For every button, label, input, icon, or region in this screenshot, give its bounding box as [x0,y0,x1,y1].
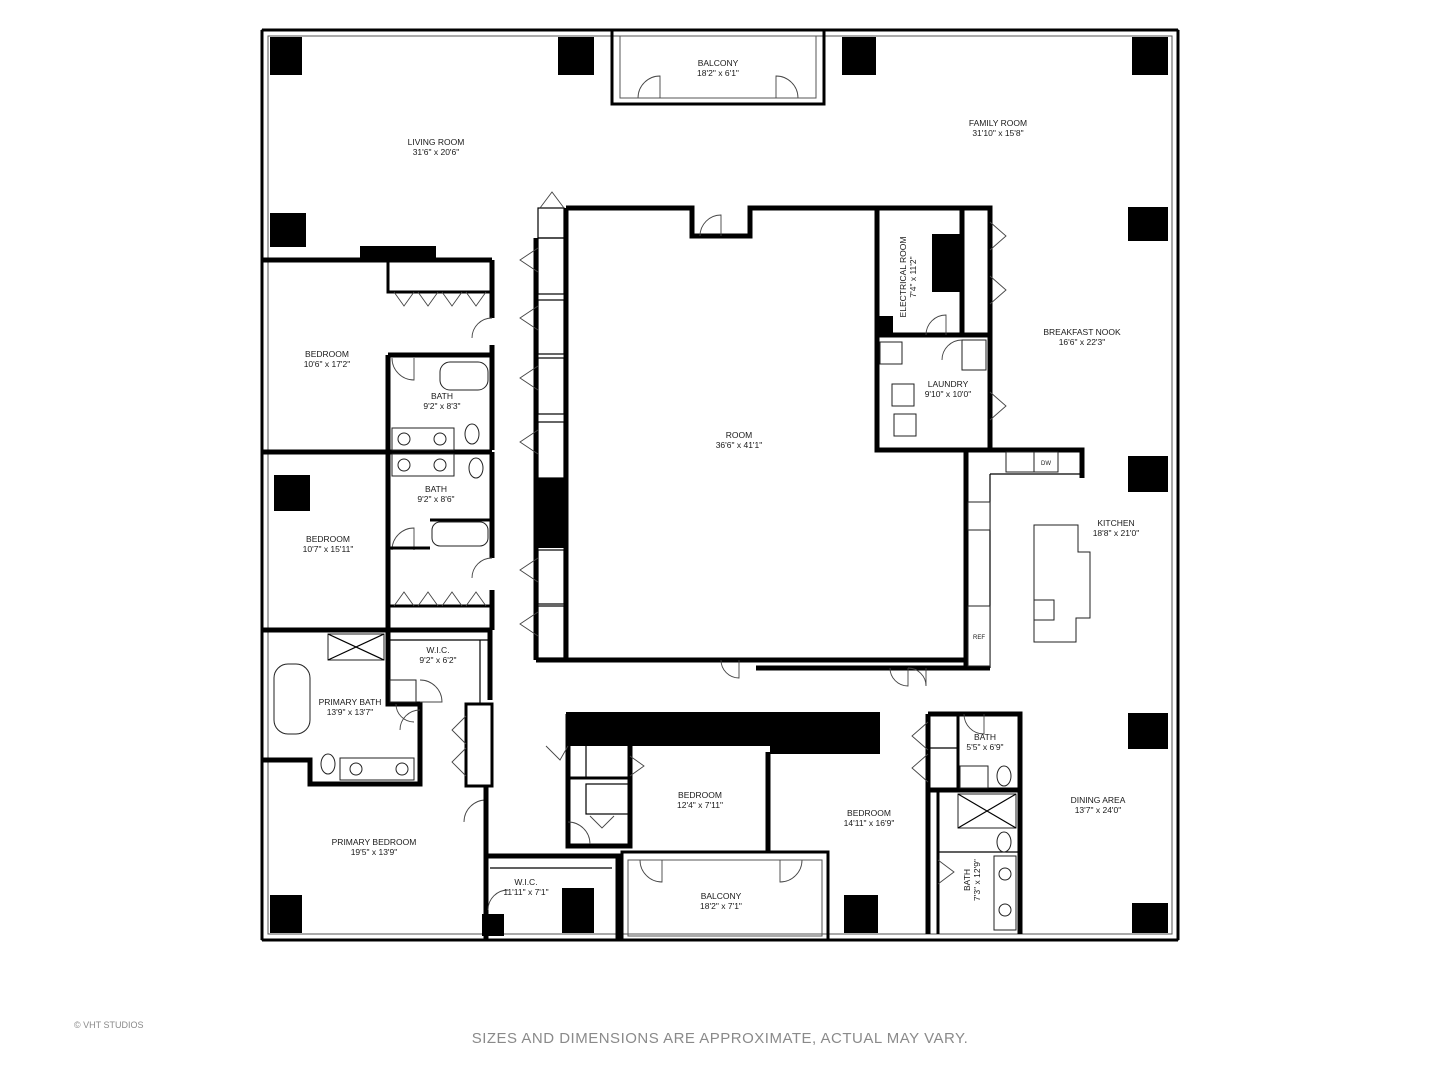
label-primary-bath-dim: 13'9" x 13'7" [327,707,374,717]
kitchen-walls [963,447,1091,668]
label-breakfast-nook-name: BREAKFAST NOOK [1043,327,1121,337]
label-bedroom-4-name: BEDROOM [847,808,891,818]
label-kitchen-name: KITCHEN [1097,518,1134,528]
label-kitchen-dim: 18'8" x 21'0" [1093,528,1140,538]
label-bath-3-name: BATH [974,732,996,742]
label-bedroom-3-name: BEDROOM [678,790,722,800]
label-bedroom-3-dim: 12'4" x 7'11" [677,800,723,810]
label-breakfast-nook-dim: 16'6" x 22'3" [1059,337,1106,347]
label-bedroom-2-dim: 10'7" x 15'11" [303,544,354,554]
label-bedroom-2-name: BEDROOM [306,534,350,544]
label-dining-area-name: DINING AREA [1071,795,1126,805]
label-dishwasher: DW [1041,461,1051,467]
label-laundry-name: LAUNDRY [928,379,969,389]
central-room-walls [519,191,990,687]
label-bedroom-4-dim: 14'11" x 16'9" [844,818,895,828]
service-block-walls [874,205,1007,453]
label-room-dim: 36'6" x 41'1" [716,440,763,450]
label-living-room-name: LIVING ROOM [408,137,465,147]
label-wic-2-name: W.I.C. [514,877,537,887]
right-baths-walls [911,711,1023,934]
label-primary-bedroom-dim: 19'5" x 13'9" [351,847,398,857]
label-electrical-room-name: ELECTRICAL ROOM [898,237,908,318]
label-dining-area-dim: 13'7" x 24'0" [1075,805,1122,815]
label-electrical-room-dim: 7'4" x 11'2" [908,256,918,297]
label-primary-bath-name: PRIMARY BATH [319,697,382,707]
label-balcony-top-name: BALCONY [698,58,739,68]
bottom-bedrooms-walls [545,712,880,853]
copyright-text: © VHT STUDIOS [74,1020,144,1030]
label-bath-3-dim: 5'5" x 6'9" [966,742,1003,752]
label-refrigerator: REF [973,635,985,641]
disclaimer-text: SIZES AND DIMENSIONS ARE APPROXIMATE, AC… [471,1030,969,1047]
label-bath-1-name: BATH [431,391,453,401]
label-bedroom-1-dim: 10'6" x 17'2" [304,359,351,369]
label-family-room-dim: 31'10" x 15'8" [972,128,1023,138]
structural-columns [270,37,1168,933]
label-room-name: ROOM [726,430,752,440]
label-living-room-dim: 31'6" x 20'6" [413,147,460,157]
primary-suite-walls [262,630,494,940]
room-labels: BALCONY 18'2" x 6'1" FAMILY ROOM 31'10" … [303,58,1140,911]
label-bedroom-1-name: BEDROOM [305,349,349,359]
label-bath-1-dim: 9'2" x 8'3" [423,401,460,411]
label-wic-1-name: W.I.C. [426,645,449,655]
label-bath-4-name: BATH [962,869,972,891]
label-balcony-top-dim: 18'2" x 6'1" [697,68,739,78]
left-wing-walls [262,246,495,633]
label-bath-2-name: BATH [425,484,447,494]
label-laundry-dim: 9'10" x 10'0" [925,389,972,399]
label-primary-bedroom-name: PRIMARY BEDROOM [332,837,417,847]
label-family-room-name: FAMILY ROOM [969,118,1027,128]
label-wic-1-dim: 9'2" x 6'2" [419,655,456,665]
balcony-top [610,28,826,106]
label-wic-2-dim: 11'11" x 7'1" [503,887,548,897]
label-bath-2-dim: 9'2" x 8'6" [417,494,454,504]
label-balcony-bottom-dim: 18'2" x 7'1" [700,901,742,911]
label-bath-4-dim: 7'3" x 12'9" [972,859,982,901]
label-balcony-bottom-name: BALCONY [701,891,742,901]
